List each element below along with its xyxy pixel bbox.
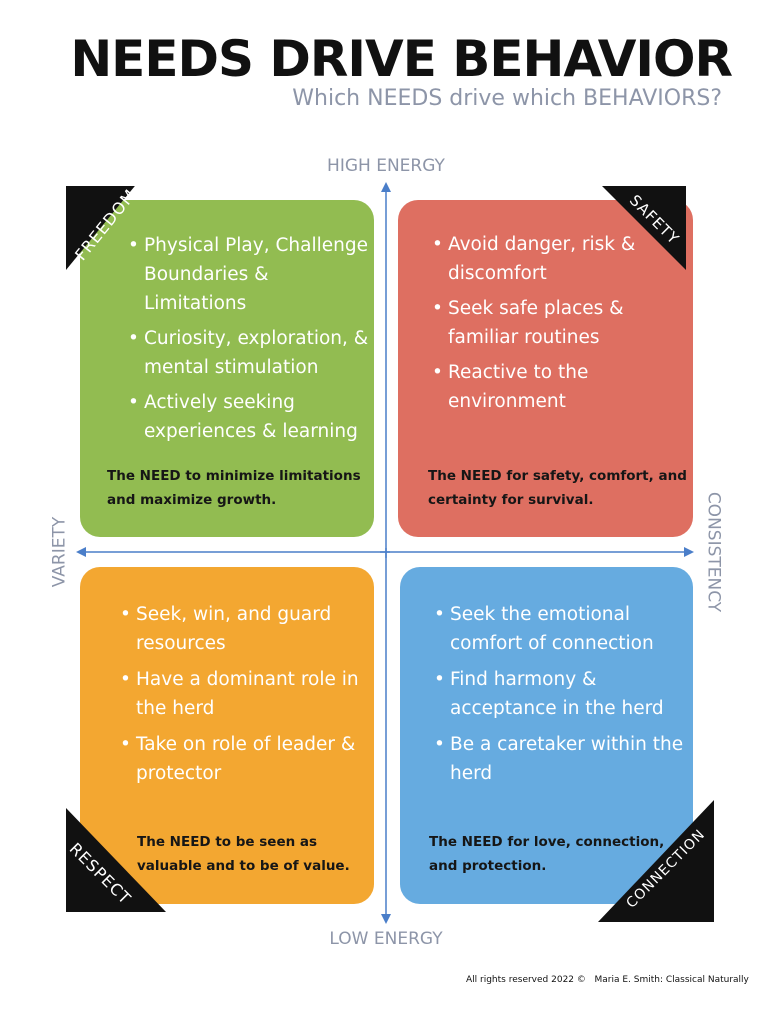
bullet-item: Reactive to the environment <box>432 358 685 416</box>
corner-tag-connection: CONNECTION <box>598 800 714 922</box>
corner-wedge <box>598 800 714 922</box>
quadrant-safety: Avoid danger, risk & discomfort Seek saf… <box>398 200 693 537</box>
bullet-item: Be a caretaker within the herd <box>434 730 685 788</box>
bullet-item: Physical Play, Challenge Boundaries & Li… <box>128 231 370 318</box>
axis-label-high-energy: HIGH ENERGY <box>327 156 445 176</box>
copyright-footer: All rights reserved 2022 © Maria E. Smit… <box>466 975 749 985</box>
bullet-item: Seek the emotional comfort of connection <box>434 600 685 658</box>
bullet-list: Seek, win, and guard resources Have a do… <box>120 600 366 795</box>
quadrant-freedom: Physical Play, Challenge Boundaries & Li… <box>80 200 374 537</box>
page-title: NEEDS DRIVE BEHAVIOR <box>70 30 733 88</box>
page-subtitle: Which NEEDS drive which BEHAVIORS? <box>292 86 722 111</box>
bullet-item: Actively seeking experiences & learning <box>128 388 370 446</box>
bullet-item: Curiosity, exploration, & mental stimula… <box>128 324 370 382</box>
bullet-list: Avoid danger, risk & discomfort Seek saf… <box>432 230 685 422</box>
corner-tag-safety: SAFETY <box>602 186 686 270</box>
need-statement: The NEED for safety, comfort, and certai… <box>428 468 687 508</box>
bullet-item: Take on role of leader & protector <box>120 730 366 788</box>
bullet-list: Seek the emotional comfort of connection… <box>434 600 685 795</box>
bullet-item: Seek, win, and guard resources <box>120 600 366 658</box>
quadrant-connection: Seek the emotional comfort of connection… <box>400 567 693 904</box>
bullet-list: Physical Play, Challenge Boundaries & Li… <box>128 231 370 452</box>
corner-tag-respect: RESPECT <box>66 808 166 912</box>
need-statement: The NEED to minimize limitations and max… <box>107 468 361 508</box>
axis-label-low-energy: LOW ENERGY <box>329 929 443 949</box>
axis-label-variety: VARIETY <box>49 516 70 588</box>
bullet-item: Seek safe places & familiar routines <box>432 294 685 352</box>
need-statement: The NEED to be seen as valuable and to b… <box>137 834 350 874</box>
bullet-item: Find harmony & acceptance in the herd <box>434 665 685 723</box>
corner-tag-freedom: FREEDOM <box>66 186 150 270</box>
need-statement: The NEED for love, connection, and prote… <box>429 834 665 874</box>
bullet-item: Have a dominant role in the herd <box>120 665 366 723</box>
axis-label-consistency: CONSISTENCY <box>703 491 724 613</box>
bullet-item: Avoid danger, risk & discomfort <box>432 230 685 288</box>
quadrant-respect: Seek, win, and guard resources Have a do… <box>80 567 374 904</box>
